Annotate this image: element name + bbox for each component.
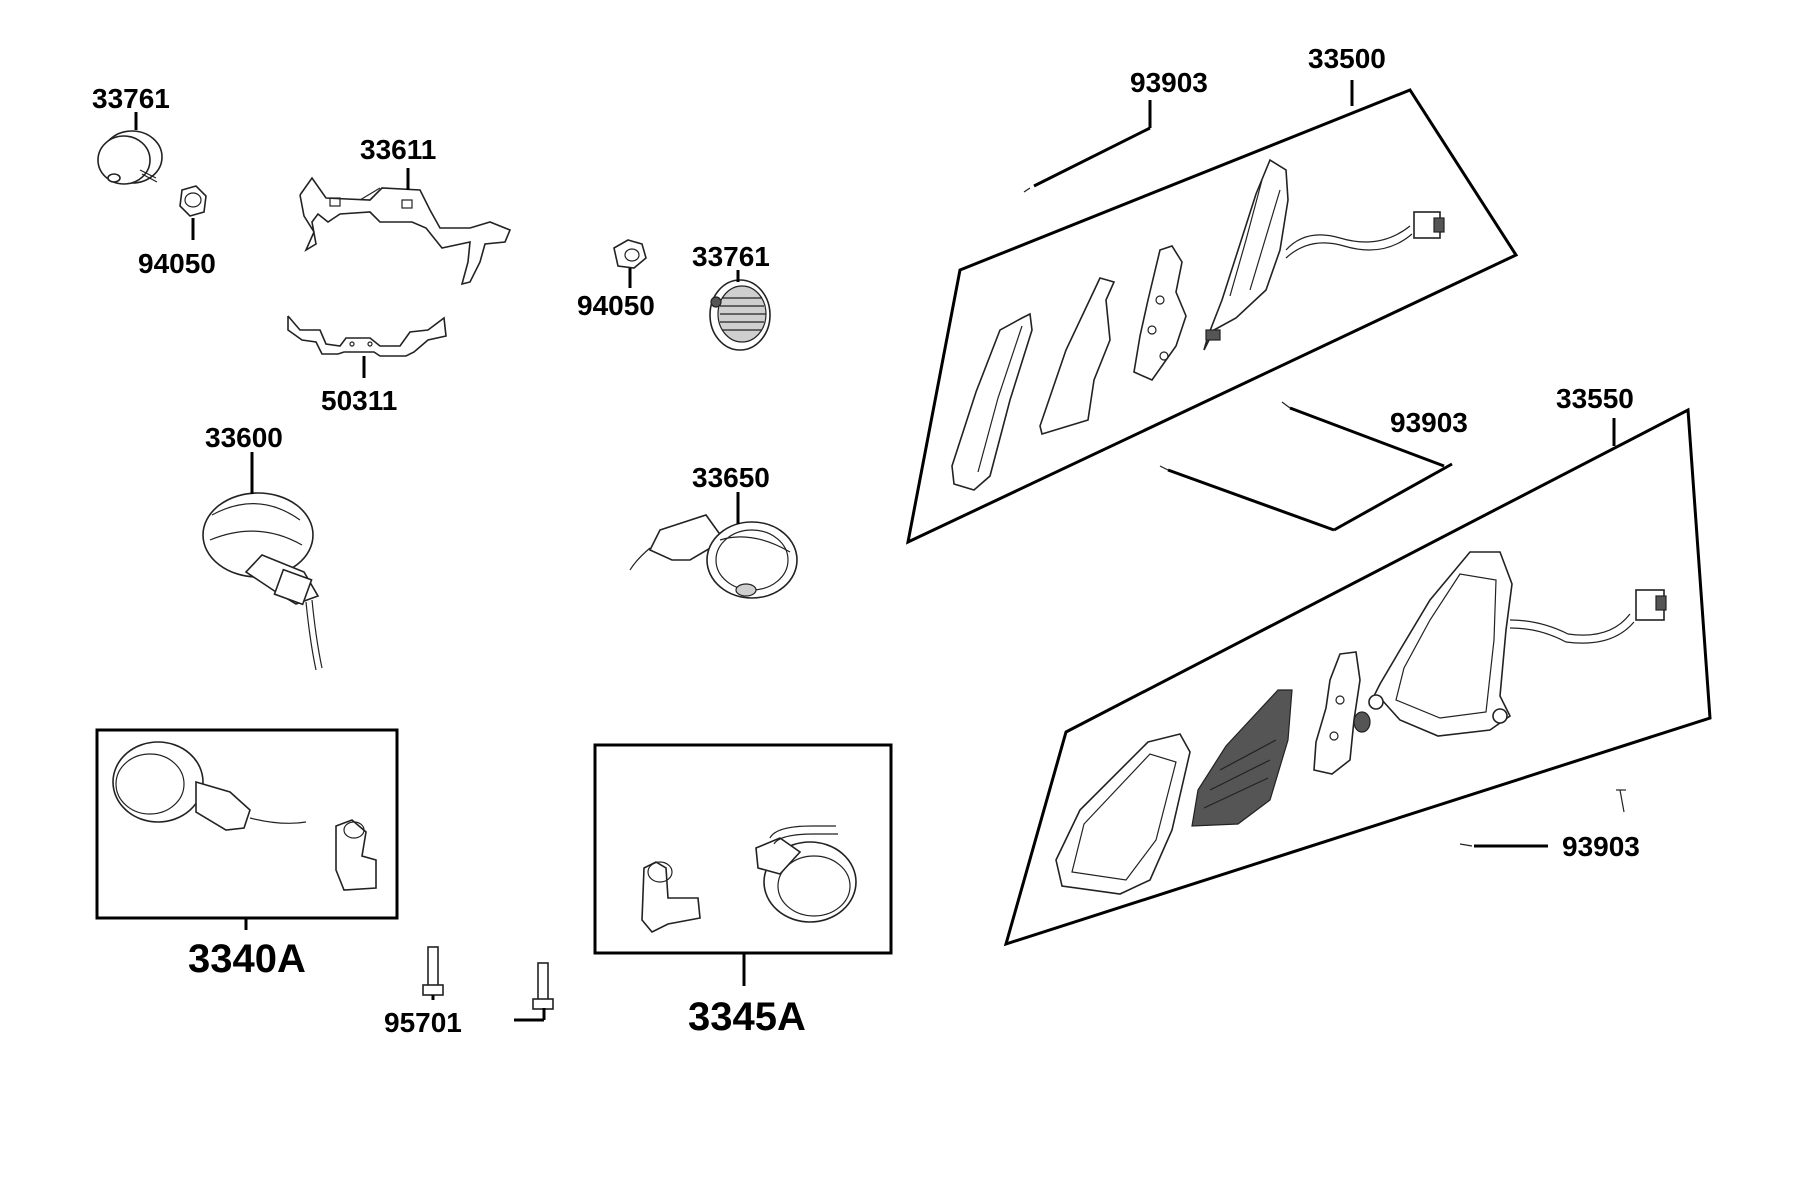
leader-93903-mid-a xyxy=(1289,406,1445,468)
kit-box-3345A xyxy=(593,743,893,955)
screw-part-93903-bottom-b xyxy=(1459,843,1473,847)
label-94050-mid: 94050 xyxy=(577,290,655,321)
label-94050-left: 94050 xyxy=(138,248,216,279)
label-33550: 33550 xyxy=(1556,383,1634,414)
bolt-part-95701-a xyxy=(422,946,444,996)
turn-signal-kit-3345A xyxy=(641,825,857,933)
screw-part-93903-mid-a xyxy=(1281,401,1291,409)
label-93903-bottom: 93903 xyxy=(1562,831,1640,862)
turn-signal-part-33650 xyxy=(629,514,798,599)
kit-outline-33550 xyxy=(1003,407,1712,947)
label-33611: 33611 xyxy=(360,134,436,165)
label-33761-top: 33761 xyxy=(92,83,170,114)
label-33761-mid: 33761 xyxy=(692,241,770,272)
nut-part-94050-mid xyxy=(613,239,647,269)
screw-part-93903-bottom-a xyxy=(1616,789,1626,813)
reflector-part-33761-top xyxy=(97,130,163,185)
label-33600: 33600 xyxy=(205,422,283,453)
leader-93903-top-diag xyxy=(1033,126,1151,188)
label-3345A: 3345A xyxy=(688,995,806,1039)
plate-part-50311 xyxy=(287,315,447,357)
label-50311: 50311 xyxy=(321,385,397,416)
bolt-part-95701-b xyxy=(532,962,554,1010)
screw-part-93903-top xyxy=(1023,187,1031,193)
screw-part-93903-mid-b xyxy=(1159,465,1169,471)
label-95701: 95701 xyxy=(384,1007,462,1038)
leader-93903-mid-b xyxy=(1167,468,1335,532)
reflector-part-33761-mid xyxy=(709,279,771,351)
turn-signal-part-33600 xyxy=(202,492,323,671)
label-93903-mid: 93903 xyxy=(1390,407,1468,438)
turn-signal-assembly-33500 xyxy=(951,158,1445,491)
turn-signal-kit-3340A xyxy=(112,741,377,891)
turn-signal-assembly-33550 xyxy=(1055,551,1667,895)
kit-outline-33500 xyxy=(905,88,1519,545)
nut-part-94050-left xyxy=(179,185,207,217)
label-93903-top: 93903 xyxy=(1130,67,1208,98)
leader-93903-mid-c xyxy=(1333,462,1453,532)
label-33500: 33500 xyxy=(1308,43,1386,74)
bracket-part-33611 xyxy=(299,176,512,286)
label-3340A: 3340A xyxy=(188,937,306,981)
label-33650: 33650 xyxy=(692,462,770,493)
